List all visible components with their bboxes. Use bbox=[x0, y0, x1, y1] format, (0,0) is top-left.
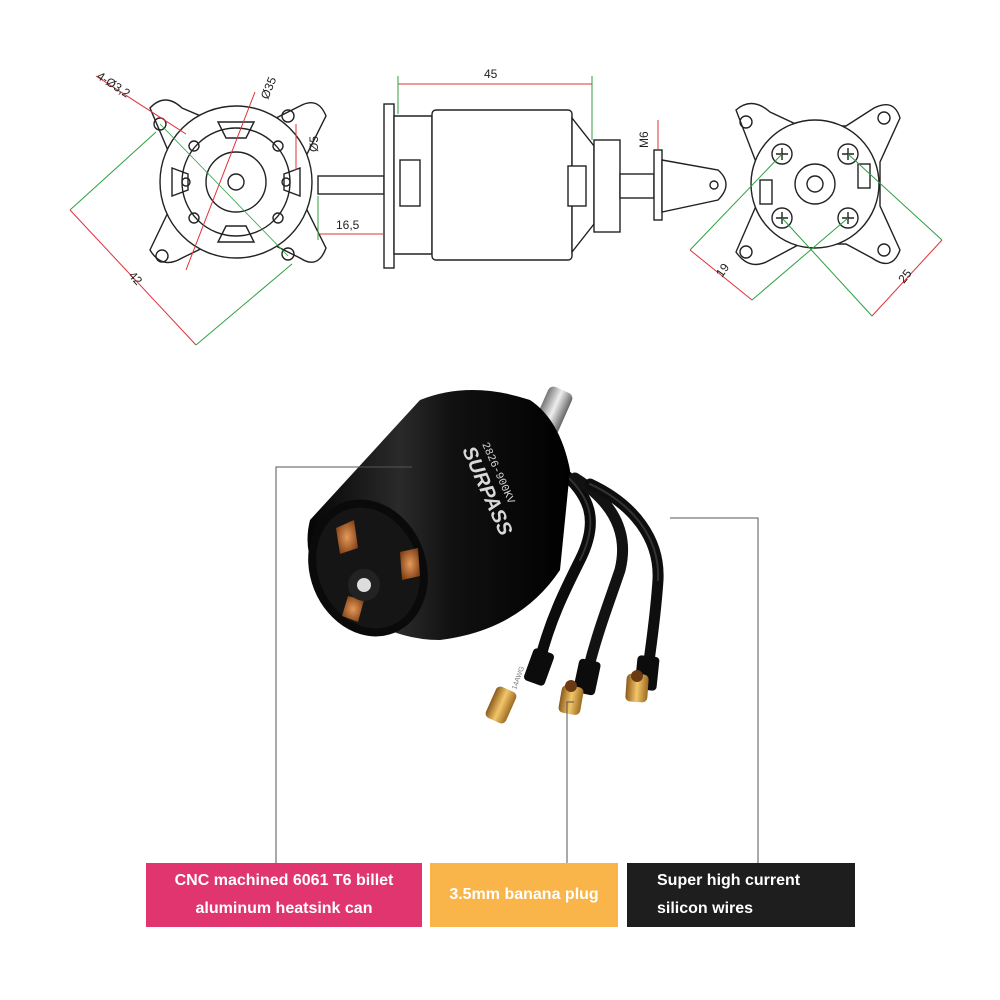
shaft-length-dimension: 16,5 bbox=[336, 218, 360, 232]
callout-leaders bbox=[275, 466, 759, 863]
wire-marking: 14AWG bbox=[511, 666, 526, 691]
front-view-drawing bbox=[149, 99, 327, 264]
callout-silicon-wires-line1: Super high current bbox=[657, 872, 801, 889]
mount-holes-dimension: 4-Ø3,2 bbox=[94, 69, 133, 101]
rear-spacing-a-dimension: 19 bbox=[713, 260, 732, 279]
rear-spacing-b-dimension: 25 bbox=[895, 266, 914, 285]
mount-span-dimension: 42 bbox=[126, 268, 146, 288]
callout-heatsink-can: CNC machined 6061 T6 billet aluminum hea… bbox=[146, 863, 422, 927]
callout-heatsink-can-line2: aluminum heatsink can bbox=[195, 900, 373, 917]
side-view-dimensions: 45 16,5 M6 bbox=[317, 67, 659, 240]
rear-view-drawing bbox=[735, 102, 901, 266]
callout-heatsink-can-line1: CNC machined 6061 T6 billet bbox=[174, 872, 394, 889]
banana-plugs: 14AWG bbox=[485, 648, 660, 724]
callout-banana-plug: 3.5mm banana plug bbox=[430, 863, 618, 927]
callout-silicon-wires: Super high current silicon wires bbox=[627, 863, 855, 927]
side-view-drawing bbox=[317, 103, 727, 269]
shaft-diameter-dimension: Ø5 bbox=[307, 136, 321, 152]
callout-silicon-wires-line2: silicon wires bbox=[657, 900, 754, 917]
body-diameter-dimension: Ø35 bbox=[258, 75, 280, 102]
silicon-wires bbox=[534, 464, 664, 676]
motor-illustration: 14AWG SURPASS 2826-900KV bbox=[307, 386, 664, 724]
prop-thread-dimension: M6 bbox=[637, 131, 651, 148]
rear-view-dimensions: 19 25 bbox=[689, 153, 943, 317]
callout-banana-plug-text: 3.5mm banana plug bbox=[449, 886, 599, 903]
body-length-dimension: 45 bbox=[484, 67, 498, 81]
